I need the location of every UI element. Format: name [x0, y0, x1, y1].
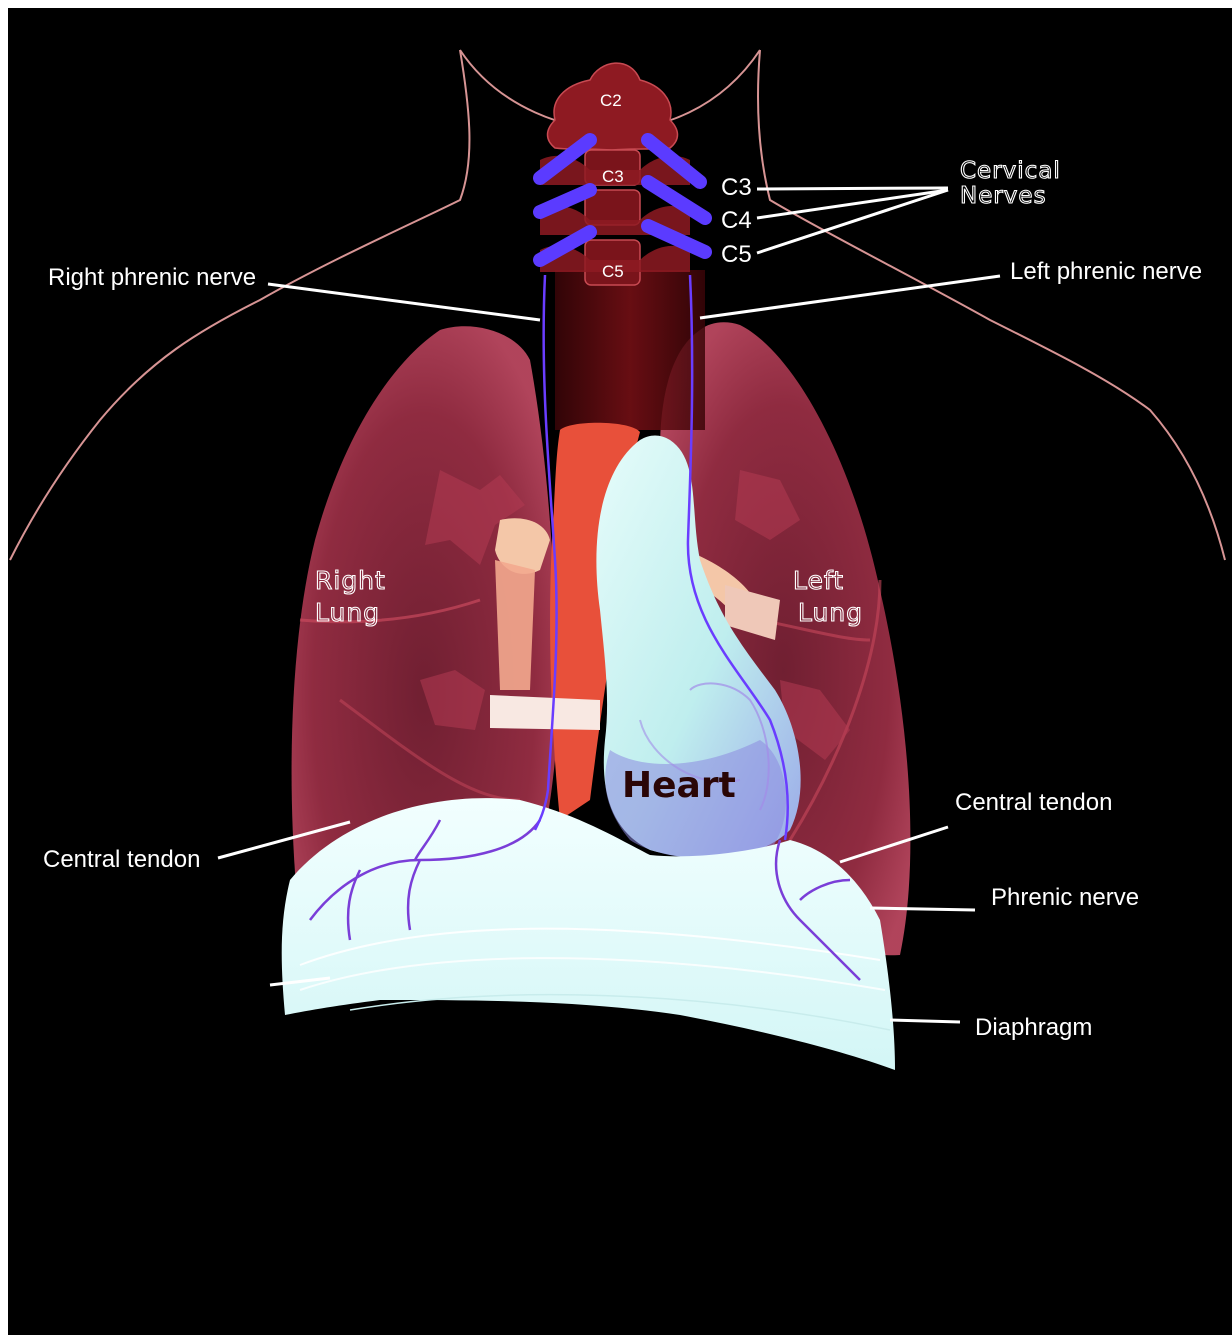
label-c3: C3: [721, 174, 752, 201]
label-right-phrenic-nerve: Right phrenic nerve: [48, 264, 256, 291]
label-central-tendon-left: Central tendon: [43, 846, 200, 873]
label-heart: Heart: [622, 765, 736, 806]
label-cervical: Cervical: [960, 158, 1061, 184]
label-c4: C4: [721, 207, 752, 234]
label-nerves: Nerves: [960, 183, 1047, 209]
label-left-phrenic-nerve: Left phrenic nerve: [1010, 258, 1202, 285]
label-c3-vertebra: C3: [602, 167, 624, 186]
trachea: [555, 270, 705, 430]
label-right-lung-2: Lung: [315, 598, 380, 627]
anatomy-illustration: C2 C3 C5 C3 C4 C5 Cervical Nerves Right …: [8, 8, 1232, 1335]
label-c5-vertebra: C5: [602, 262, 624, 281]
label-central-tendon-right: Central tendon: [955, 789, 1112, 816]
label-c5: C5: [721, 241, 752, 268]
phrenic-nerve-diagram: C2 C3 C5 C3 C4 C5 Cervical Nerves Right …: [8, 8, 1232, 1335]
label-left-lung-1: Left: [793, 566, 844, 595]
label-phrenic-nerve: Phrenic nerve: [991, 884, 1139, 911]
label-diaphragm: Diaphragm: [975, 1014, 1092, 1041]
label-right-lung-1: Right: [315, 566, 386, 595]
label-c2: C2: [600, 91, 622, 110]
label-left-lung-2: Lung: [798, 598, 863, 627]
